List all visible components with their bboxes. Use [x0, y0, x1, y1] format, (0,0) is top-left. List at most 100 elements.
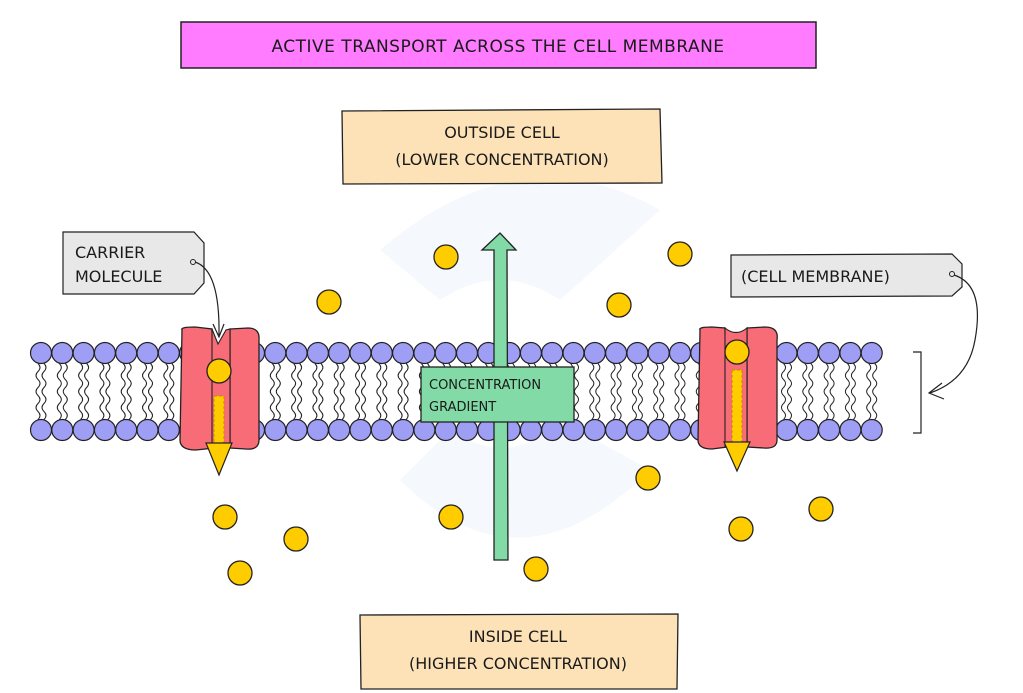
lipid-tail	[169, 363, 175, 420]
membrane-label-text: (CELL MEMBRANE)	[741, 267, 890, 286]
phospholipid-head	[604, 341, 628, 365]
ions	[206, 241, 834, 586]
phospholipid-head	[455, 341, 479, 365]
carrier-protein-left	[179, 326, 260, 477]
lipid-tail	[120, 363, 126, 420]
outside-cell-subtitle: (LOWER CONCENTRATION)	[395, 150, 609, 169]
phospholipid-head	[562, 341, 585, 365]
phospholipid-head	[72, 341, 95, 365]
phospholipid-head	[328, 418, 351, 442]
phospholipid-head	[839, 418, 862, 442]
pointer-arrow	[929, 274, 978, 394]
phospholipid-head	[860, 418, 883, 442]
phospholipid-head	[626, 341, 649, 365]
lipid-tail	[653, 363, 659, 420]
lipid-tail	[823, 363, 829, 420]
ion-in-carrier	[206, 358, 232, 384]
arrowhead-icon	[927, 382, 945, 400]
phospholipid-head	[93, 418, 117, 442]
phospholipid-head	[306, 418, 329, 442]
lipid-tail	[787, 363, 792, 420]
lipid-tail	[866, 363, 872, 420]
phospholipid-head	[370, 418, 393, 442]
phospholipid-head	[115, 341, 138, 365]
phospholipid-head	[583, 418, 606, 442]
phospholipid-head	[519, 341, 543, 365]
lipid-tail	[297, 363, 303, 420]
ion-inside	[523, 556, 549, 582]
lipid-tail	[56, 363, 62, 420]
phospholipid-head	[604, 418, 628, 442]
phospholipid-head	[29, 341, 53, 365]
phospholipid-head	[434, 341, 457, 365]
lipid-tail	[148, 363, 153, 420]
phospholipid-head	[349, 418, 372, 442]
lipid-tail	[695, 363, 701, 420]
ion-outside	[316, 289, 342, 315]
lipid-tail	[872, 363, 878, 420]
lipid-tail	[291, 363, 297, 420]
ion-inside	[438, 504, 464, 530]
lipid-tail	[105, 363, 111, 420]
lipid-tail	[382, 363, 388, 420]
lipid-tail	[333, 363, 339, 420]
outside-cell-box: OUTSIDE CELL (LOWER CONCENTRATION)	[341, 108, 663, 185]
phospholipid-head	[93, 341, 117, 365]
phospholipid-head	[392, 341, 415, 365]
inside-cell-title: INSIDE CELL	[469, 627, 567, 646]
lipid-tail	[808, 363, 814, 420]
phospholipid-head	[817, 341, 841, 365]
lipid-tail	[397, 363, 403, 420]
phospholipid-head	[51, 418, 74, 442]
phospholipid-head	[392, 418, 415, 442]
cell-membrane-tag: (CELL MEMBRANE)	[730, 253, 978, 434]
title-box	[180, 21, 817, 69]
phospholipid-head	[115, 418, 138, 442]
down-arrow-icon	[205, 442, 233, 477]
lipid-tail	[376, 363, 382, 420]
lipid-tail	[403, 363, 409, 420]
phospholipid-head	[668, 418, 692, 442]
ion-inside	[227, 560, 253, 586]
carrier-label-line1: CARRIER	[75, 243, 145, 262]
phospholipid-head	[264, 341, 287, 365]
phospholipid-head	[29, 418, 53, 442]
title-text: ACTIVE TRANSPORT ACROSS THE CELL MEMBRAN…	[271, 37, 724, 57]
ion-inside	[635, 465, 661, 491]
outside-cell-title: OUTSIDE CELL	[444, 123, 560, 142]
phospholipid-head	[817, 418, 841, 442]
phospholipid-head	[668, 341, 692, 365]
lipid-tail	[659, 363, 665, 420]
phospholipid-head	[860, 341, 883, 365]
lipid-tail	[35, 363, 41, 420]
down-arrow-shaft	[213, 395, 225, 445]
phospholipid-head	[136, 341, 159, 365]
lipid-tail	[631, 363, 637, 420]
pointer-arrow	[194, 261, 220, 336]
lipid-tail	[318, 363, 324, 420]
ion-outside	[667, 241, 693, 267]
lipid-tail	[355, 363, 360, 420]
lipid-tail	[275, 363, 281, 420]
lipid-tail	[595, 363, 601, 420]
lipid-tail	[781, 363, 786, 420]
lipid-tail	[312, 363, 318, 420]
phospholipid-head	[349, 341, 372, 365]
phospholipid-head	[775, 418, 798, 442]
lipid-tail	[829, 363, 835, 420]
ion-in-carrier	[724, 339, 750, 365]
concentration-gradient-arrow: CONCENTRATION GRADIENT	[420, 232, 575, 561]
lipid-tail	[142, 363, 147, 420]
lipid-tail	[78, 363, 84, 420]
phospholipid-head	[839, 341, 862, 365]
ion-outside	[433, 244, 459, 270]
ion-outside	[606, 292, 632, 318]
lipid-tail	[126, 363, 132, 420]
phospholipid-head	[264, 418, 287, 442]
phospholipid-head	[796, 341, 819, 365]
phospholipid-head	[285, 418, 308, 442]
lipid-tail	[41, 363, 47, 420]
lipid-tail	[844, 363, 850, 420]
phospholipid-head	[306, 341, 329, 365]
down-arrow-icon	[723, 441, 751, 473]
